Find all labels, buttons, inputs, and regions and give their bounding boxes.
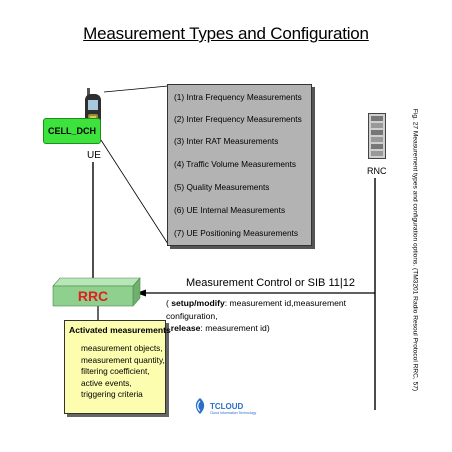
activated-item: filtering coefficient, (81, 366, 150, 377)
rrc-box (52, 277, 141, 307)
rnc-cabinet-icon (368, 113, 386, 159)
callout-line-bottom (100, 139, 169, 245)
message-details: ( setup/modify: measurement id,measureme… (166, 297, 374, 335)
activated-item: triggering criteria (81, 389, 143, 400)
cell-dch-state: CELL_DCH (43, 118, 101, 144)
measurement-type-item: (7) UE Positioning Measurements (174, 228, 299, 238)
rnc-label: RNC (367, 166, 387, 176)
message-open: ( (166, 298, 172, 308)
activated-item: active events, (81, 377, 132, 388)
measurement-types-box: (1) Intra Frequency Measurements (2) Int… (167, 84, 312, 246)
ue-label: UE (87, 150, 101, 161)
page-title: Measurement Types and Configuration (83, 24, 369, 43)
measurement-type-item: (2) Inter Frequency Measurements (174, 114, 302, 124)
measurement-type-item: (3) Inter RAT Measurements (174, 136, 279, 146)
measurement-type-item: (6) UE Internal Measurements (174, 205, 286, 215)
activated-item: measurement objects, (81, 343, 163, 353)
message-title: Measurement Control or SIB 11|12 (186, 277, 355, 289)
logo-tagline: Cloud Information Technology (210, 411, 257, 415)
logo-name: TCLOUD (210, 402, 244, 411)
activated-measurements-list: measurement objects, measurement quantit… (81, 343, 165, 401)
callout-line-top (103, 85, 169, 93)
measurement-type-item: (1) Intra Frequency Measurements (174, 92, 302, 102)
tcloud-logo-icon (195, 398, 205, 414)
setup-modify-label: setup/modify (171, 298, 225, 308)
activated-measurements-title: Activated measurements (69, 325, 171, 335)
activated-measurements-box: Activated measurements measurement objec… (64, 320, 171, 414)
figure-caption: Fig. 27 Measurement types and configurat… (411, 108, 419, 392)
measurement-type-item: (5) Quality Measurements (174, 182, 270, 192)
activated-item: measurement quantity, (81, 354, 165, 365)
release-label: release (170, 323, 201, 333)
release-text: : measurement id) (200, 323, 270, 333)
rrc-label: RRC (78, 288, 108, 304)
message-arrow-head (136, 289, 146, 297)
measurement-type-item: (4) Traffic Volume Measurements (174, 159, 297, 169)
setup-modify-text: : measurement id,measurement configurati… (166, 298, 347, 321)
